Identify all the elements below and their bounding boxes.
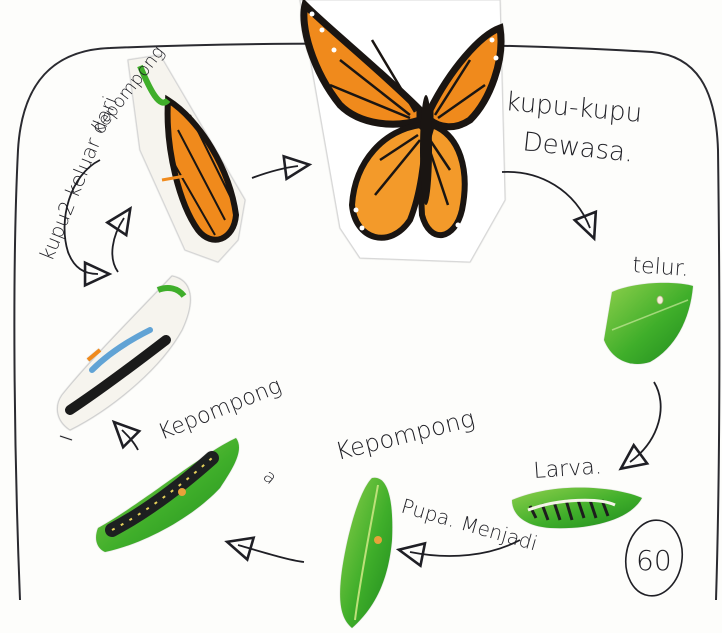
adult-butterfly-image [300,0,505,262]
dark-pupa-image [96,438,239,552]
label-larva: Larva. [533,454,603,484]
arrow-green-pupa-to-dark-pupa [238,545,304,562]
label-adult: kupu-kupu [504,87,643,129]
label-pupa-mark: a [259,466,281,489]
arrow-egg-to-larva [630,382,661,462]
green-pupa-image [340,478,392,628]
emerged-butterfly-image [128,55,245,262]
label-adult-2: Dewasa. [521,127,634,168]
label-pupa: Kepompong [155,374,285,446]
label-egg: telur. [632,253,690,282]
arrow-emerging-to-emerged [112,218,124,272]
score-text: 60 [636,544,672,577]
arrow-emerged-to-adult [252,166,298,178]
egg-on-leaf-image [604,283,693,364]
larva-on-leaf-image [512,488,642,529]
arrow-adult-to-egg [502,172,590,228]
label-pupa-green: Kepompong [333,404,478,466]
arrow-dark-pupa-to-emerging [122,430,138,450]
